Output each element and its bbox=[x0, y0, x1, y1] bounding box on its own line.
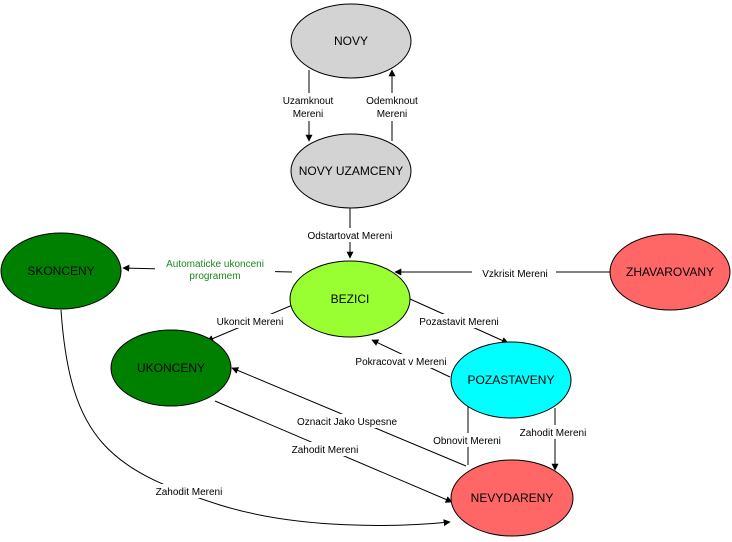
svg-text:NOVY: NOVY bbox=[334, 34, 368, 48]
state-novy: NOVY bbox=[290, 3, 412, 79]
label-zahodit-skonceny: Zahodit Mereni bbox=[156, 487, 223, 498]
state-nevydareny: NEVYDARENY bbox=[450, 459, 574, 537]
state-ukonceny: UKONCENY bbox=[110, 329, 232, 407]
label-odstartovat: Odstartovat Mereni bbox=[307, 231, 392, 242]
svg-text:NEVYDARENY: NEVYDARENY bbox=[471, 491, 554, 505]
state-zhavarovany: ZHAVAROVANY bbox=[609, 233, 731, 311]
state-bezici: BEZICI bbox=[289, 260, 411, 338]
svg-text:POZASTAVENY: POZASTAVENY bbox=[468, 373, 555, 387]
label-vzkrisit: Vzkrisit Mereni bbox=[482, 269, 548, 280]
label-automaticke-2: programem bbox=[189, 271, 240, 282]
label-uzamknout-2: Mereni bbox=[293, 109, 324, 120]
label-oznacit: Oznacit Jako Uspesne bbox=[297, 417, 397, 428]
svg-text:UKONCENY: UKONCENY bbox=[137, 361, 205, 375]
label-pozastavit: Pozastavit Mereni bbox=[419, 317, 498, 328]
svg-text:BEZICI: BEZICI bbox=[331, 292, 370, 306]
label-uzamknout-1: Uzamknout bbox=[283, 96, 334, 107]
label-zahodit-ukonceny: Zahodit Mereni bbox=[292, 445, 359, 456]
state-skonceny: SKONCENY bbox=[0, 232, 122, 310]
label-obnovit: Obnovit Mereni bbox=[433, 436, 501, 447]
edge-zahodit-skonceny bbox=[60, 309, 451, 527]
label-zahodit-pozastaveny: Zahodit Mereni bbox=[520, 428, 587, 439]
svg-text:NOVY UZAMCENY: NOVY UZAMCENY bbox=[299, 164, 403, 178]
svg-text:SKONCENY: SKONCENY bbox=[27, 264, 94, 278]
label-odemknout-1: Odemknout bbox=[366, 96, 418, 107]
label-automaticke-1: Automaticke ukonceni bbox=[166, 259, 264, 270]
label-ukoncit: Ukoncit Mereni bbox=[217, 317, 284, 328]
state-novy-uzamceny: NOVY UZAMCENY bbox=[290, 133, 412, 209]
state-pozastaveny: POZASTAVENY bbox=[450, 341, 572, 419]
label-odemknout-2: Mereni bbox=[377, 109, 408, 120]
svg-text:ZHAVAROVANY: ZHAVAROVANY bbox=[626, 265, 714, 279]
label-pokracovat: Pokracovat v Mereni bbox=[355, 357, 446, 368]
